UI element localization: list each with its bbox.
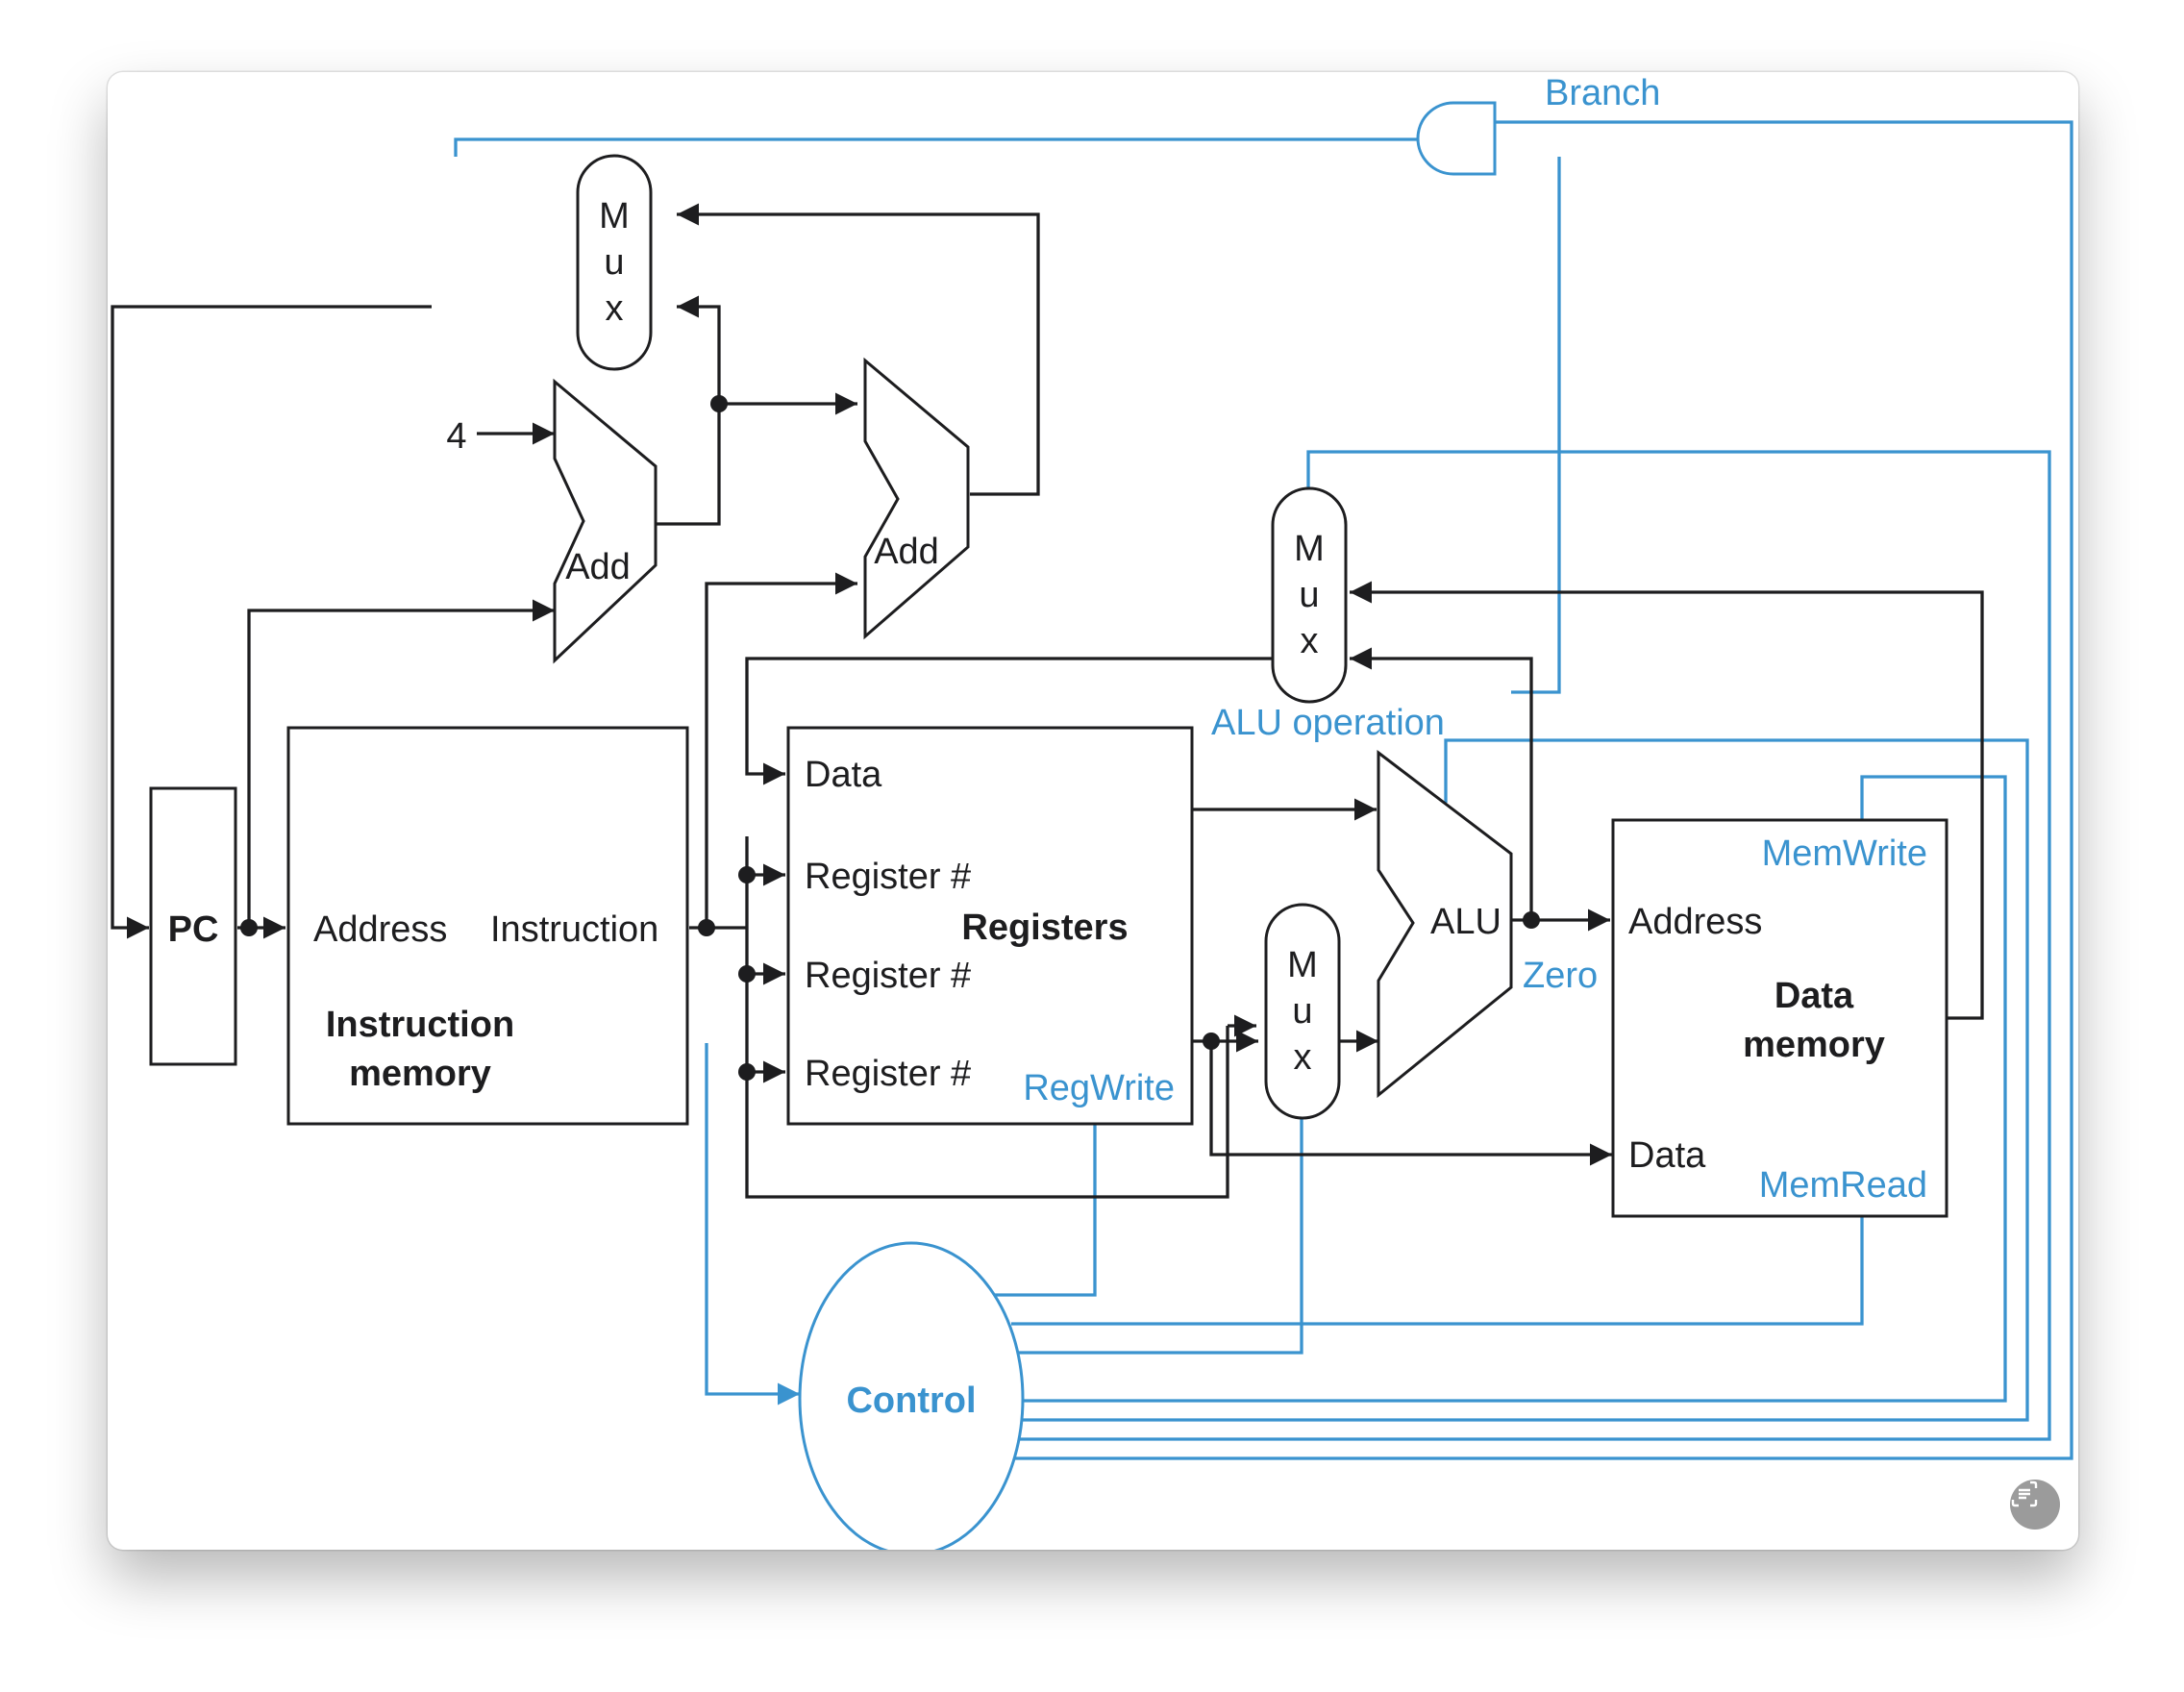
instr-to-branchadd-wire (705, 572, 857, 928)
instr-to-regs-wire (745, 836, 1229, 1199)
instruction-to-control-wire (705, 1043, 800, 1406)
alu-source-mux: M u x (1264, 903, 1341, 1120)
junction-dots (240, 395, 1540, 1081)
memwrite-label: MemWrite (1762, 834, 1927, 874)
add-to-mux-wire (677, 295, 721, 404)
pc-adder: Add 4 (446, 378, 658, 664)
pc-source-mux: M u x (576, 154, 653, 371)
datapath-diagram: PC Address Instruction Instruction memor… (111, 73, 2073, 1550)
add-out-wire (656, 404, 721, 526)
branch-label: Branch (1545, 73, 1660, 113)
regwrite-wire (992, 1123, 1097, 1297)
mux-letter-u: u (1292, 991, 1312, 1032)
alu-operation-label: ALU operation (1211, 703, 1445, 743)
zero-wire (1511, 157, 1561, 694)
mux-letter-u: u (604, 242, 624, 283)
control-label: Control (846, 1381, 976, 1421)
register-file: Data Register # Register # Register # Re… (786, 726, 1194, 1126)
memwrite-wire (1011, 775, 2007, 1403)
reg-field-1-label: Register # (805, 857, 971, 897)
pc-register: PC (149, 786, 237, 1066)
junction-dot (738, 866, 756, 883)
dmem-address-label: Address (1628, 902, 1762, 942)
junction-dot (710, 395, 728, 412)
pc-in-wire (111, 305, 432, 939)
writeback-mux: M u x (1271, 486, 1348, 704)
branch-and-gate (1416, 101, 1497, 176)
junction-dot (698, 919, 715, 936)
regwrite-label: RegWrite (1023, 1068, 1175, 1108)
zero-label: Zero (1523, 956, 1598, 996)
mux-letter-x: x (1301, 621, 1319, 661)
alu-to-wbmux-wire (1350, 647, 1533, 920)
alu-operation-wire (1011, 738, 2029, 1422)
junction-dot (1523, 911, 1540, 929)
imem-title-line1: Instruction (326, 1005, 514, 1045)
constant-four-label: 4 (446, 416, 466, 457)
instruction-memory: Address Instruction Instruction memory (286, 726, 689, 1126)
branchadd-to-mux-wire (677, 203, 1040, 496)
branch-select-wire (454, 137, 1417, 157)
control-signal-labels: Branch ALU operation Zero MemWrite MemRe… (1023, 73, 1927, 1206)
dmem-title-line1: Data (1774, 976, 1854, 1016)
branch-wire (1011, 120, 2073, 1460)
writeback-wire (745, 657, 1273, 785)
pc-label: PC (168, 909, 219, 950)
imem-instruction-label: Instruction (490, 909, 658, 950)
reg-field-2-label: Register # (805, 956, 971, 996)
diagram-window: PC Address Instruction Instruction memor… (108, 72, 2078, 1550)
memread-wire (1011, 1197, 1864, 1326)
alu: ALU (1377, 749, 1513, 1099)
read2-to-dmem-wire (1209, 1041, 1612, 1166)
reg-field-3-label: Register # (805, 1054, 971, 1094)
datapath-wires (111, 203, 1984, 1199)
imem-title-line2: memory (349, 1054, 491, 1094)
junction-dot (738, 965, 756, 983)
pc-adder-label: Add (565, 547, 631, 587)
mux-letter-u: u (1299, 575, 1319, 615)
control-wires (454, 120, 2073, 1460)
data-memory: Address Data Data memory (1611, 818, 1948, 1218)
junction-dot (1203, 1033, 1220, 1050)
memtoreg-wire (1011, 450, 2051, 1441)
mux-letter-m: M (1294, 529, 1325, 569)
live-text-icon[interactable] (2010, 1480, 2060, 1530)
mux-letter-m: M (1287, 945, 1318, 985)
branch-adder-label: Add (874, 532, 939, 572)
mux-letter-m: M (599, 196, 630, 236)
memread-label: MemRead (1759, 1165, 1927, 1206)
registers-title: Registers (961, 908, 1128, 948)
mux-letter-x: x (606, 288, 624, 329)
reg-data-label: Data (805, 755, 882, 795)
junction-dot (240, 919, 258, 936)
junction-dot (738, 1063, 756, 1081)
alu-label: ALU (1430, 902, 1502, 942)
imem-address-label: Address (313, 909, 447, 950)
alusrc-wire (1011, 1118, 1303, 1355)
mux-letter-x: x (1294, 1037, 1312, 1078)
dmem-title-line2: memory (1743, 1025, 1885, 1065)
control-unit: Control (798, 1241, 1025, 1550)
pc-to-add-wire (247, 599, 555, 928)
branch-adder: Add (863, 357, 970, 640)
dmem-data-label: Data (1628, 1135, 1706, 1176)
